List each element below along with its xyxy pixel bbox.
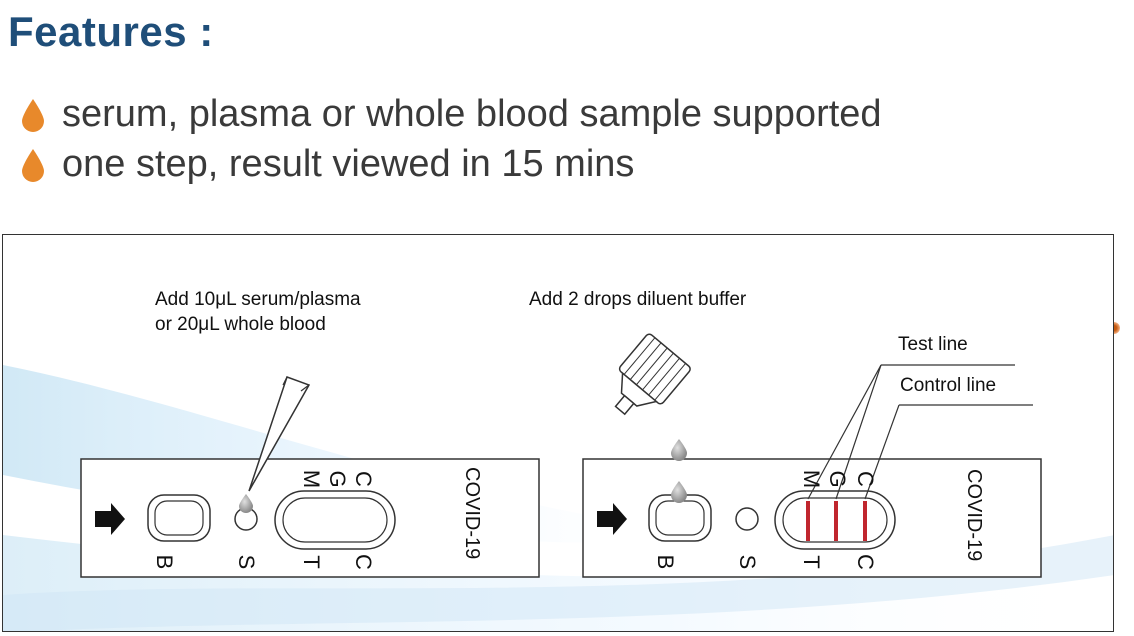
- test-line-pointer: [807, 364, 882, 500]
- buffer-drop: [671, 481, 687, 503]
- mark-g: G: [325, 470, 350, 488]
- drop-icon: [22, 98, 44, 132]
- mark-m: M: [299, 469, 324, 489]
- left-instruction: Add 10μL serum/plasma or 20μL whole bloo…: [155, 289, 361, 335]
- arrow-icon: [597, 503, 627, 535]
- drop-icon: [22, 148, 44, 182]
- mark-s: S: [234, 554, 259, 570]
- test-line-pointer: [835, 364, 882, 500]
- feature-item: serum, plasma or whole blood sample supp…: [18, 93, 882, 136]
- mark-c-bottom: C: [351, 554, 376, 570]
- dropper-bottle-icon: [614, 333, 691, 416]
- feature-text: serum, plasma or whole blood sample supp…: [62, 93, 882, 135]
- cassette-label: COVID-19: [963, 469, 985, 562]
- sample-well: [735, 507, 759, 531]
- feature-text: one step, result viewed in 15 mins: [62, 143, 635, 185]
- test-line-label: Test line: [898, 334, 968, 355]
- mark-b: B: [152, 554, 177, 570]
- diagram-graphics: [3, 333, 1113, 631]
- control-line-label: Control line: [900, 375, 997, 396]
- pipette-icon: [248, 376, 311, 492]
- arrow-icon: [95, 503, 125, 535]
- falling-drop: [671, 439, 687, 461]
- right-instruction: Add 2 drops diluent buffer: [529, 289, 747, 310]
- sample-drop: [239, 494, 253, 513]
- buffer-well: [147, 494, 211, 542]
- mark-g: G: [825, 470, 850, 488]
- procedure-diagram: Add 10μL serum/plasma or 20μL whole bloo…: [2, 234, 1114, 632]
- test-line-g: [834, 501, 838, 541]
- mark-t: T: [799, 555, 824, 569]
- cassette-label: COVID-19: [461, 467, 483, 560]
- mark-b: B: [653, 554, 678, 570]
- mark-c-top: C: [351, 471, 376, 487]
- mark-m: M: [799, 469, 824, 489]
- feature-item: one step, result viewed in 15 mins: [18, 143, 634, 186]
- mark-c-top: C: [853, 471, 878, 487]
- mark-s: S: [735, 554, 760, 570]
- page-title: Features :: [8, 8, 214, 55]
- background-swoosh: [3, 535, 1113, 631]
- mark-c-bottom: C: [853, 554, 878, 570]
- test-line-m: [806, 501, 810, 541]
- mark-t: T: [299, 555, 324, 569]
- result-window: [274, 490, 396, 550]
- control-line: [863, 501, 867, 541]
- control-line-pointer: [864, 404, 900, 500]
